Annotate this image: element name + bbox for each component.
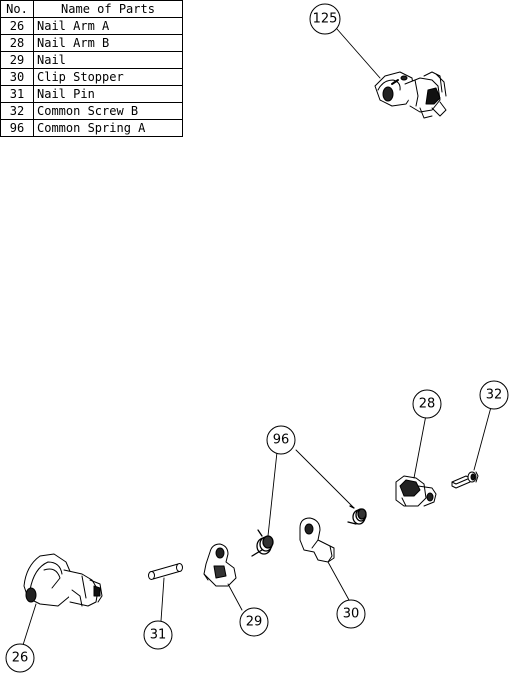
nail-drawing <box>203 543 237 587</box>
callout-26: 26 <box>12 651 29 666</box>
part-number: 28 <box>0 34 34 52</box>
leader-lines <box>22 28 492 646</box>
callout-28: 28 <box>419 397 436 412</box>
clip-stopper-drawing <box>299 517 335 563</box>
nail-arm-b-drawing <box>395 475 437 507</box>
callout-29: 29 <box>246 615 263 630</box>
part-number: 32 <box>0 102 34 120</box>
nail-arm-a-drawing <box>23 553 103 607</box>
part-name: Common Spring A <box>33 119 183 137</box>
callout-96: 96 <box>273 433 290 448</box>
part-name: Clip Stopper <box>33 68 183 86</box>
common-screw-b-drawing <box>451 471 479 489</box>
callout-31: 31 <box>150 628 167 643</box>
callout-125: 125 <box>313 12 338 27</box>
part-number: 96 <box>0 119 34 137</box>
callout-32: 32 <box>486 388 503 403</box>
callout-circles <box>5 3 509 673</box>
assembly-125-drawing <box>374 71 447 119</box>
nail-pin-drawing <box>148 563 183 580</box>
part-name: Common Screw B <box>33 102 183 120</box>
common-spring-a-drawing <box>251 505 367 557</box>
callout-30: 30 <box>343 607 360 622</box>
